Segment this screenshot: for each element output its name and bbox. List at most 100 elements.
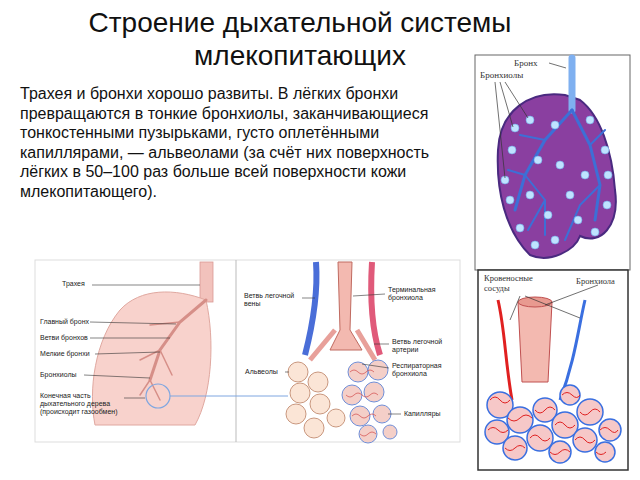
- respiratory-tree-panel-part-part: [95, 352, 160, 354]
- part-label: Бронхиолы: [480, 70, 523, 80]
- respiratory-tree-panel-part-part: [84, 375, 150, 378]
- respiratory-tree-panel-part-part: [286, 404, 306, 424]
- part-label: Ветвь легочной вены: [244, 292, 300, 308]
- respiratory-tree-panel-part-part: [383, 425, 397, 439]
- lung-panel-part-part: [515, 110, 572, 210]
- lung-panel-part: [495, 63, 566, 178]
- respiratory-tree-panel-part-part: [364, 382, 384, 402]
- part-label: Конечная часть дыхательного дерева (прои…: [40, 392, 120, 416]
- part-label: Респираторная бронхиола: [392, 362, 452, 378]
- alveoli-panel: [478, 270, 628, 470]
- lung-panel-part-part: [549, 63, 566, 68]
- lung-panel: [475, 55, 630, 270]
- part-label: Ветви бронхов: [40, 334, 88, 342]
- respiratory-tree-panel-part: [146, 384, 170, 408]
- respiratory-tree-panel-part-part: [90, 322, 176, 324]
- lung-panel-part: [475, 55, 630, 270]
- respiratory-tree-panel-part-part: [290, 383, 310, 403]
- lung-panel-part-part: [603, 201, 611, 209]
- alveoli-panel-part-part: [530, 407, 575, 455]
- part-label: Главный бронх: [40, 318, 89, 326]
- respiratory-tree-panel-part-part: [150, 300, 206, 380]
- lung-panel-part-part: [572, 110, 600, 220]
- part-label: Бронхиола: [576, 277, 615, 287]
- alveoli-panel-part-part: [488, 397, 532, 451]
- lung-panel-part-part: [586, 116, 594, 124]
- lung-panel-part-part: [544, 211, 552, 219]
- alveoli-panel-part-part: [562, 393, 618, 455]
- respiratory-tree-panel-part-part: [388, 414, 401, 415]
- respiratory-tree-panel-part-part: [362, 364, 389, 368]
- respiratory-tree-panel-part-part: [346, 370, 378, 436]
- lung-panel-part-part: [508, 146, 516, 154]
- respiratory-tree-panel-part-part: [140, 322, 180, 400]
- lung-panel-part-part: [508, 130, 605, 240]
- lung-panel-part-part: [495, 82, 528, 178]
- respiratory-tree-panel-part-part: [302, 298, 315, 299]
- respiratory-tree-panel-part: [286, 362, 345, 438]
- lung-panel-part-part: [604, 171, 612, 179]
- lung-panel-part-part: [591, 228, 599, 236]
- lung-panel-part-part: [566, 191, 574, 199]
- lung-panel-part-part: [534, 156, 542, 164]
- lung-panel-part-part: [526, 191, 534, 199]
- alveoli-panel-part: [485, 385, 621, 463]
- part-label: Капилляры: [404, 410, 441, 418]
- part-label: Терминальная бронхиола: [388, 286, 444, 302]
- respiratory-tree-panel-part-part: [288, 362, 308, 382]
- part-label: Бронхиолы: [40, 371, 77, 379]
- respiratory-tree-panel-part: [346, 370, 378, 436]
- respiratory-tree-panel-part: [330, 262, 362, 350]
- respiratory-tree-panel-part-part: [374, 344, 389, 345]
- respiratory-tree-panel-part: [285, 294, 401, 414]
- respiratory-tree-panel-part-part: [308, 372, 328, 392]
- alveoli-panel-part: [498, 300, 512, 400]
- part-label: Трахея: [62, 280, 85, 288]
- respiratory-tree-panel-part: [140, 300, 206, 400]
- part-label: Ветвь легочной артерии: [392, 338, 448, 354]
- alveoli-panel-part: [518, 302, 552, 382]
- part-label: Альвеолы: [245, 368, 278, 376]
- respiratory-tree-panel-part: [310, 330, 375, 360]
- lung-panel-part: [501, 116, 612, 249]
- alveoli-panel-part-part: [510, 296, 580, 320]
- respiratory-tree-panel-part: [170, 396, 288, 397]
- alveoli-panel-part-part: [595, 442, 615, 462]
- respiratory-tree-panel-part: [84, 285, 200, 398]
- respiratory-tree-panel-part-part: [342, 385, 362, 405]
- part-label: Мелкие бронхи: [40, 350, 90, 358]
- respiratory-tree-panel-part-part: [304, 418, 324, 438]
- respiratory-tree-panel-part-part: [310, 394, 330, 414]
- respiratory-tree-panel-part: [92, 292, 211, 425]
- alveoli-panel-part: [488, 393, 618, 455]
- respiratory-tree-panel-part: [236, 260, 237, 442]
- part-label: Бронх: [514, 58, 537, 68]
- alveoli-panel-part: [518, 297, 552, 307]
- respiratory-tree-panel-part-part: [124, 398, 145, 399]
- respiratory-tree-panel-part-part: [353, 294, 385, 296]
- lung-panel-part-part: [551, 236, 559, 244]
- lung-panel-part-part: [581, 171, 589, 179]
- respiratory-tree-panel-part-part: [327, 409, 345, 427]
- respiratory-tree-panel-part-part: [92, 285, 200, 286]
- alveoli-panel-part-part: [560, 385, 580, 405]
- alveoli-panel-part: [478, 270, 628, 470]
- alveoli-panel-part: [510, 285, 598, 320]
- respiratory-tree-panel-part-part: [90, 338, 170, 339]
- respiratory-tree-panel-part: [305, 262, 317, 355]
- lung-panel-part-part: [516, 224, 524, 232]
- alveoli-panel-part-part: [545, 285, 598, 305]
- respiratory-tree-panel-part: [200, 262, 213, 302]
- title: Строение дыхательной системы млекопитающ…: [60, 6, 540, 72]
- lung-panel-part-part: [506, 196, 514, 204]
- part-label: Кровеносные сосуды: [484, 274, 554, 293]
- lung-panel-part-part: [531, 241, 539, 249]
- respiratory-tree-panel-part: [35, 260, 460, 442]
- lung-panel-part-part: [551, 121, 559, 129]
- lung-panel-part: [498, 94, 616, 258]
- lung-panel-part: [508, 58, 605, 240]
- respiratory-tree-panel-part: [371, 262, 380, 355]
- respiratory-tree-panel-part: [342, 360, 397, 443]
- respiratory-tree-panel-part-part: [285, 372, 289, 373]
